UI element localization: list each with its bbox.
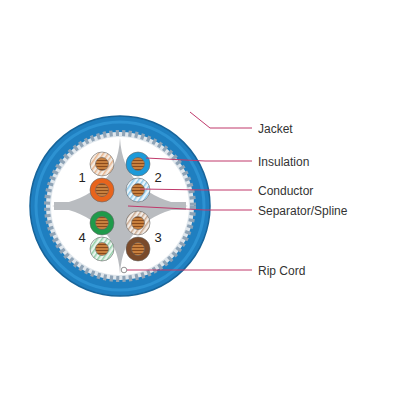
part-label-slot: Insulation xyxy=(258,152,309,170)
part-label: Conductor xyxy=(258,184,313,198)
separator-spline xyxy=(52,138,188,274)
part-label: Separator/Spline xyxy=(258,204,347,218)
separator-spline-bar xyxy=(54,202,186,210)
part-label-slot: Conductor xyxy=(258,181,313,199)
part-label: Rip Cord xyxy=(258,264,305,278)
pair-number-slot: 2 xyxy=(154,168,161,186)
part-label: Jacket xyxy=(258,122,293,136)
jacket xyxy=(30,116,210,296)
part-label-slot: Jacket xyxy=(258,119,293,137)
part-label: Insulation xyxy=(258,155,309,169)
rip-cord xyxy=(121,267,127,273)
pair-number-slot: 3 xyxy=(154,228,161,246)
leader-lines xyxy=(127,112,252,270)
part-label-slot: Rip Cord xyxy=(258,261,305,279)
pair-number: 1 xyxy=(78,170,85,185)
pair-number-slot: 4 xyxy=(78,228,85,246)
part-label-slot: Separator/Spline xyxy=(258,201,347,219)
pair-number: 3 xyxy=(154,230,161,245)
pair-number-slot: 1 xyxy=(78,168,85,186)
pair-number: 4 xyxy=(78,230,85,245)
pair-number: 2 xyxy=(154,170,161,185)
